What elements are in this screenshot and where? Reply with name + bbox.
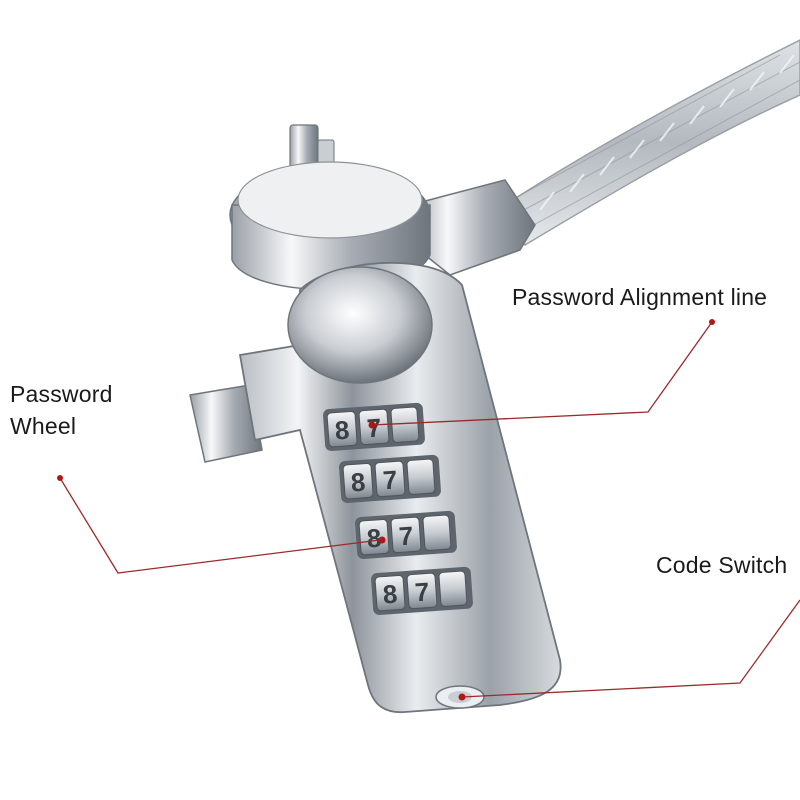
- wheel-digit: 7: [414, 576, 431, 607]
- ball-head: [287, 266, 433, 384]
- wheel-digit-face: [358, 518, 390, 556]
- wheel-digit: 8: [366, 523, 383, 554]
- wheel-edge: [438, 570, 468, 607]
- wheel-digit: 7: [382, 464, 399, 495]
- alignment-callout-label: Password Alignment line: [512, 284, 768, 310]
- wheel-digit: 8: [382, 579, 399, 610]
- alignment-leader-line: [371, 321, 713, 426]
- wheel-digit-face: [374, 460, 406, 498]
- alignment-leader-dot: [709, 319, 715, 325]
- wheel-digit: 8: [350, 467, 367, 498]
- wheel-digit-face: [406, 572, 438, 610]
- steel-cable: [504, 39, 800, 247]
- side-latch: [189, 384, 263, 463]
- wheel-edge: [390, 406, 420, 443]
- switch-target-dot: [458, 693, 466, 701]
- wheel-callout-label-line2: Wheel: [10, 413, 77, 439]
- wheel-leader-line: [59, 477, 381, 574]
- wheel-edge: [422, 514, 452, 551]
- wheel-digit-face: [326, 410, 358, 448]
- wheel-digit: 7: [366, 412, 383, 443]
- switch-callout-label: Code Switch: [656, 552, 788, 578]
- wheel-digit-face: [390, 516, 422, 554]
- wheel-leader-dot: [57, 475, 63, 481]
- wheel-target-dot: [378, 536, 386, 544]
- wheel-callout-label-line1: Password: [10, 381, 113, 407]
- wheel-digit: 8: [334, 415, 351, 446]
- wheel-digit-face: [374, 574, 406, 612]
- alignment-target-dot: [368, 421, 376, 429]
- switch-leader-line: [461, 599, 800, 698]
- wheel-digit: 7: [398, 520, 415, 551]
- wheel-edge: [406, 458, 436, 495]
- lock-cylinder: [229, 161, 431, 291]
- wheel-digit-face: [342, 462, 374, 500]
